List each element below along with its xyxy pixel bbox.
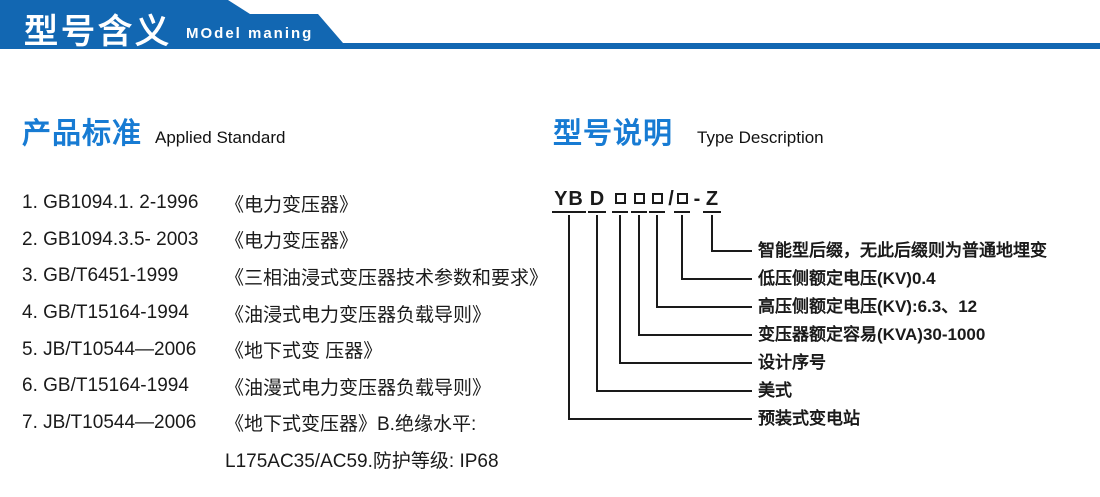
diagram-label: 智能型后缀，无此后缀则为普通地埋变	[758, 241, 1047, 260]
standard-item: 4. GB/T15164-1994 《油浸式电力变压器负载导则》	[22, 295, 542, 332]
standard-title: 《地下式变压器》B.绝缘水平:	[225, 414, 477, 436]
standard-item: 1. GB1094.1. 2-1996 《电力变压器》	[22, 185, 542, 222]
standard-item: 2. GB1094.3.5- 2003 《电力变压器》	[22, 222, 542, 259]
standard-item: 7. JB/T10544—2006 《地下式变压器》B.绝缘水平:	[22, 405, 542, 442]
page-subtitle: MOdel maning	[186, 25, 314, 42]
applied-standard-heading: 产品标准 Applied Standard	[22, 110, 285, 152]
code-segment-series: D	[588, 187, 606, 213]
placeholder-box-icon	[651, 193, 663, 204]
connector-lines	[568, 215, 752, 420]
code-segment-slash: /	[668, 188, 674, 210]
page-title: 型号含义	[24, 13, 172, 51]
placeholder-box-icon	[614, 193, 626, 204]
standard-code: 3. GB/T6451-1999	[22, 265, 179, 287]
diagram-label: 低压侧额定电压(KV)0.4	[758, 269, 936, 288]
standard-code: 2. GB1094.3.5- 2003	[22, 228, 199, 250]
diagram-label: 预装式变电站	[758, 409, 860, 428]
applied-standard-heading-en: Applied Standard	[155, 128, 286, 147]
header-banner-shape	[0, 0, 1100, 49]
diagram-label: 设计序号	[758, 353, 826, 372]
standard-code: 6. GB/T15164-1994	[22, 375, 189, 397]
applied-standard-heading-zh: 产品标准	[22, 118, 143, 150]
type-description-heading-en: Type Description	[697, 128, 824, 147]
standards-rows: 1. GB1094.1. 2-1996 《电力变压器》 2. GB1094.3.…	[22, 185, 548, 442]
placeholder-box-icon	[676, 193, 688, 204]
standard-continuation: L175AC35/AC59.防护等级: IP68	[225, 450, 499, 472]
standard-item: 3. GB/T6451-1999 《三相油浸式变压器技术参数和要求》	[22, 258, 548, 295]
code-segment-prefix: YB	[552, 187, 586, 213]
standard-code: 1. GB1094.1. 2-1996	[22, 192, 199, 214]
standard-code: 5. JB/T10544—2006	[22, 338, 197, 360]
standard-code: 7. JB/T10544—2006	[22, 411, 197, 433]
standard-item: 5. JB/T10544—2006 《地下式变 压器》	[22, 331, 542, 368]
code-segment-box-4	[674, 187, 690, 213]
code-segment-dash: -	[693, 188, 701, 210]
diagram-label: 高压侧额定电压(KV):6.3、12	[758, 297, 978, 316]
standard-title: 《地下式变 压器》	[225, 341, 383, 363]
diagram-label: 美式	[758, 381, 792, 400]
standard-title: 《电力变压器》	[225, 231, 359, 253]
code-segment-suffix: Z	[703, 187, 721, 213]
placeholder-box-icon	[633, 193, 645, 204]
type-description-heading-zh: 型号说明	[553, 118, 674, 150]
standard-item: 6. GB/T15164-1994 《油漫式电力变压器负载导则》	[22, 368, 542, 405]
code-segment-box-1	[612, 187, 628, 213]
code-segment-box-2	[631, 187, 647, 213]
code-segment-box-3	[649, 187, 665, 213]
standard-title: 《油漫式电力变压器负载导则》	[225, 377, 492, 399]
model-code-diagram: YB D / - Z 智能型后缀，无此后缀则为普通地埋变低压侧额定电压(KV)0…	[540, 185, 1100, 465]
diagram-labels: 智能型后缀，无此后缀则为普通地埋变低压侧额定电压(KV)0.4 高压侧额定电压(K…	[540, 185, 1100, 465]
standard-title: 《油浸式电力变压器负载导则》	[225, 304, 492, 326]
standard-code: 4. GB/T15164-1994	[22, 302, 189, 324]
type-description-heading: 型号说明 Type Description	[553, 110, 824, 152]
standard-title: 《三相油浸式变压器技术参数和要求》	[225, 267, 549, 289]
standard-title: 《电力变压器》	[225, 194, 359, 216]
standards-list: 1. GB1094.1. 2-1996 《电力变压器》 2. GB1094.3.…	[22, 185, 548, 478]
diagram-label: 变压器额定容易(KVA)30-1000	[758, 325, 986, 344]
